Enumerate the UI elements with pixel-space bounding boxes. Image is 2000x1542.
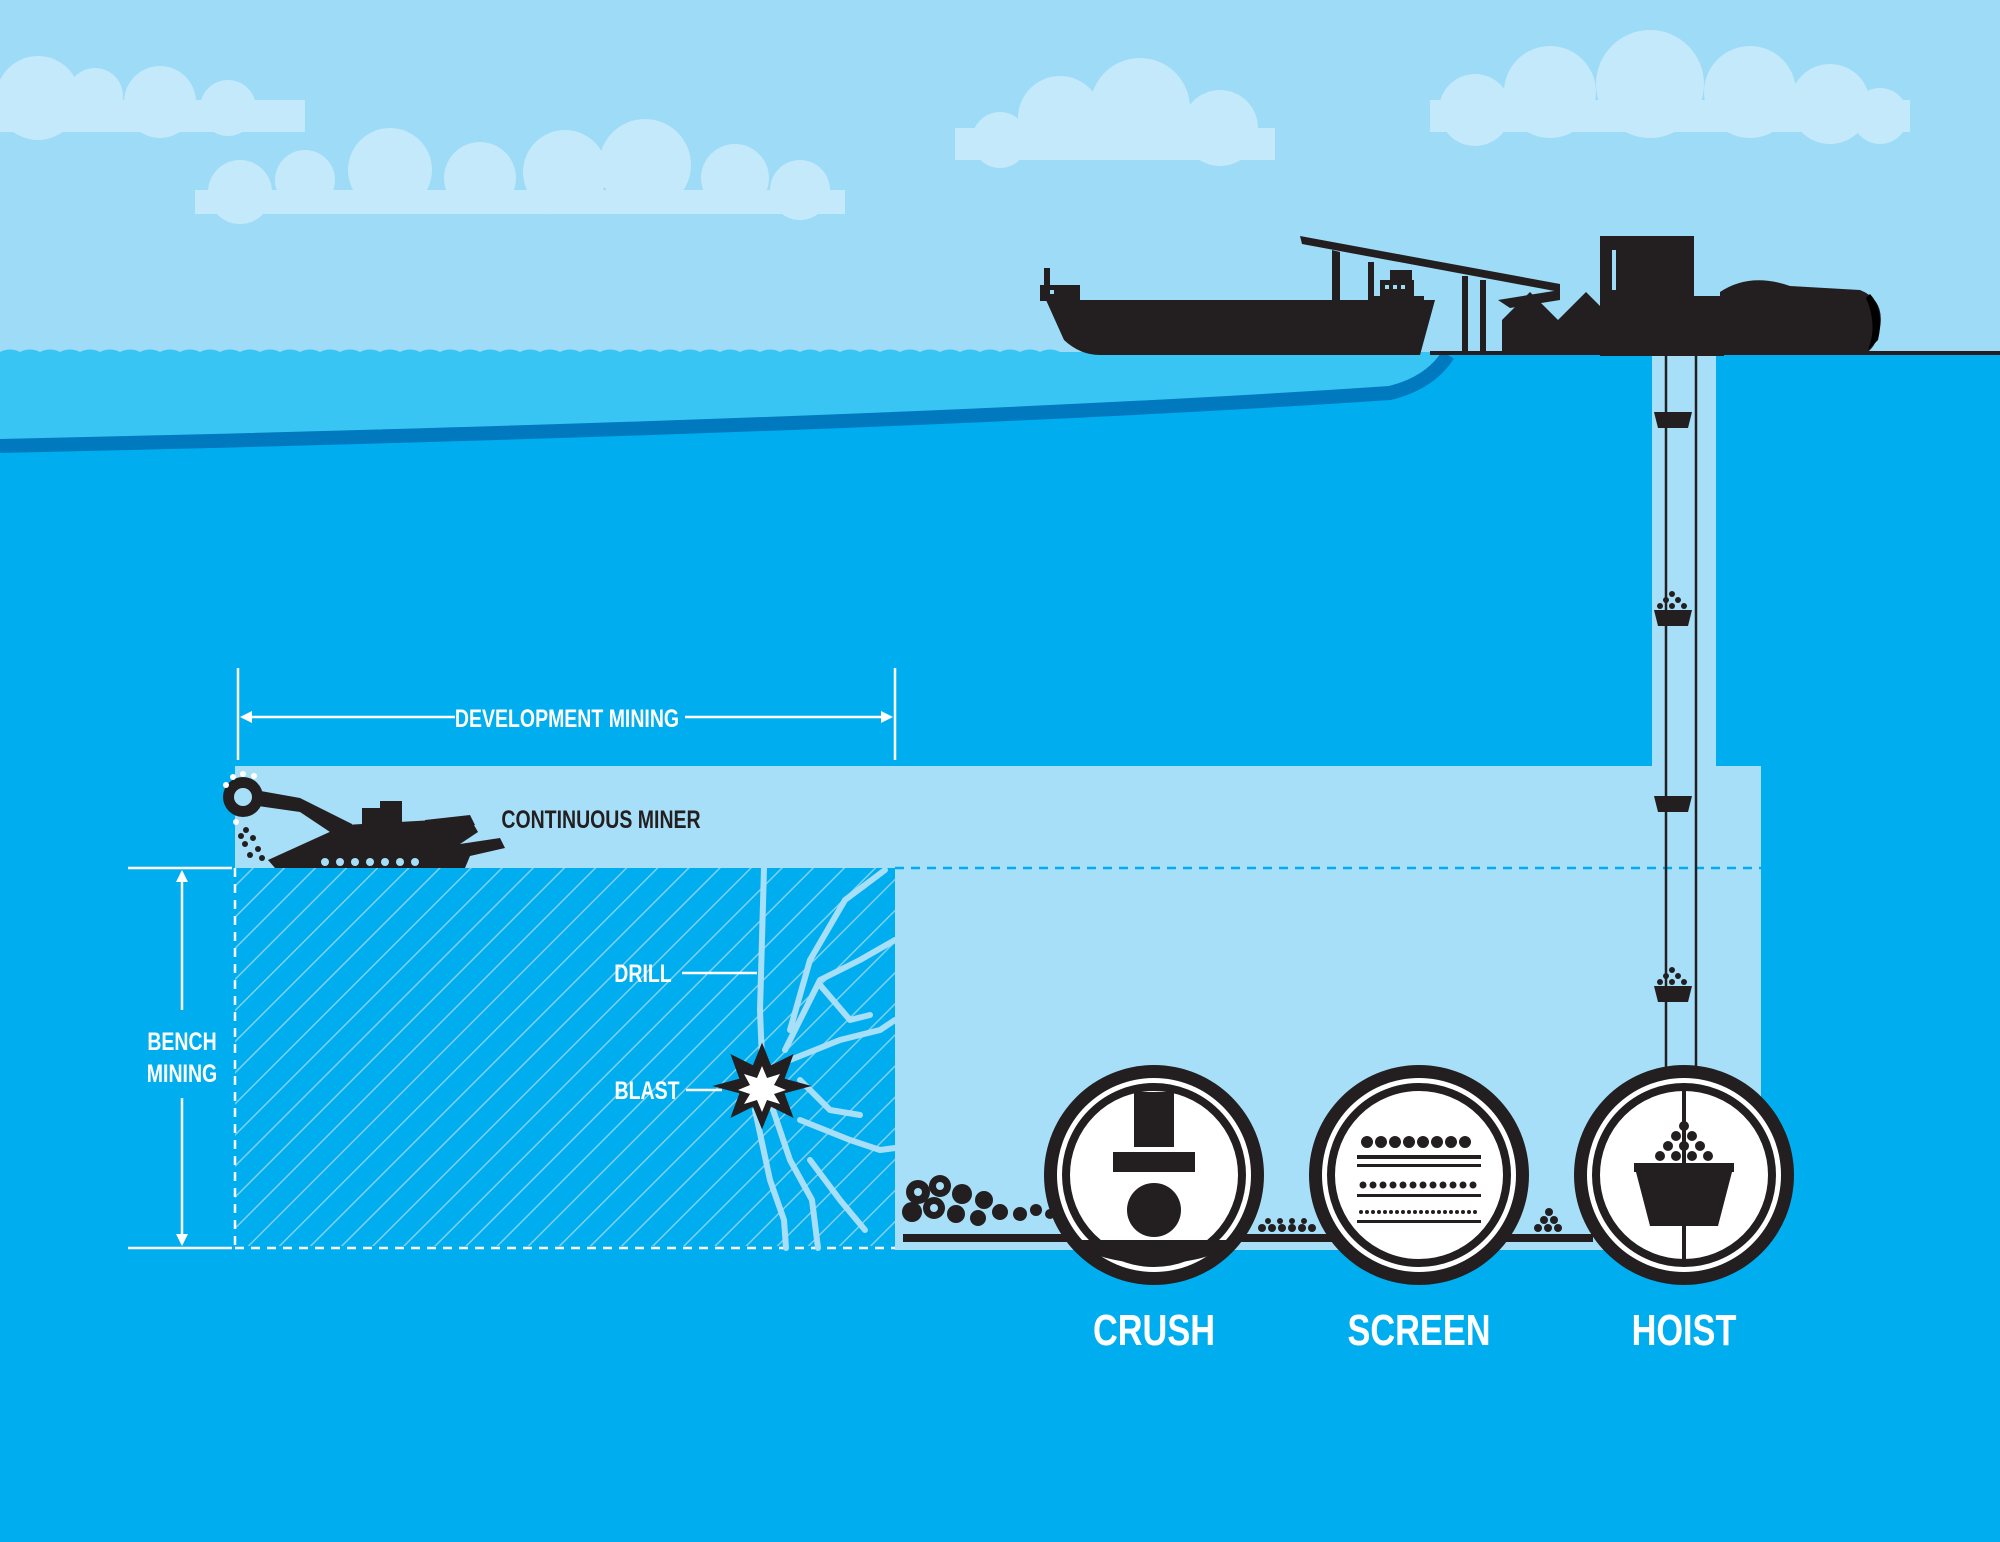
skip-3 [1654,796,1692,812]
rock-pile [902,1175,1080,1226]
continuous-miner-icon [223,771,505,868]
development-mining-dimension: DEVELOPMENT MINING [236,668,897,760]
blast-icon [712,1042,812,1130]
facility-detail [1612,250,1616,290]
cloud-2 [195,119,845,224]
sea [0,349,1440,440]
blast-callout: BLAST [615,1077,722,1105]
skip-4 [1654,967,1692,1002]
crush-stage [1044,1065,1264,1285]
rock-pile-highlights [914,1182,944,1212]
crush-label: CRUSH [1093,1306,1215,1355]
hoist-stage [1574,1065,1794,1285]
crusher-icon [1074,1092,1234,1264]
drill-callout: DRILL [614,960,757,988]
loading-facility-icon [1300,236,1881,356]
bench-mining-label-line2: MINING [147,1060,217,1088]
screen-icon [1357,1136,1481,1223]
conveyor-belt [903,1234,1593,1242]
screen-stage [1309,1065,1529,1285]
bench-mining-dimension: BENCH MINING [128,866,232,1250]
continuous-miner-label: CONTINUOUS MINER [501,806,700,834]
development-mining-label: DEVELOPMENT MINING [455,705,679,733]
hoist-label: HOIST [1632,1306,1737,1355]
conveyor-rocks [1258,1208,1562,1232]
skip-2 [1654,591,1692,626]
ship-windows [1050,285,1405,294]
blast-label: BLAST [615,1077,680,1105]
skip-1 [1654,412,1692,428]
clouds [0,30,1910,224]
shaft-skips [1654,412,1692,1002]
screen-label: SCREEN [1348,1306,1491,1355]
drill-label: DRILL [614,960,671,988]
seabed-line [0,350,1454,453]
hoist-icon [1634,1090,1734,1260]
fractures [752,865,898,1251]
bench-block [235,868,895,1246]
cloud-4 [1430,30,1910,146]
bench-mining-label-line1: BENCH [147,1028,216,1056]
cloud-3 [955,58,1275,168]
cloud-1 [0,56,305,140]
ship-icon [1034,268,1435,355]
